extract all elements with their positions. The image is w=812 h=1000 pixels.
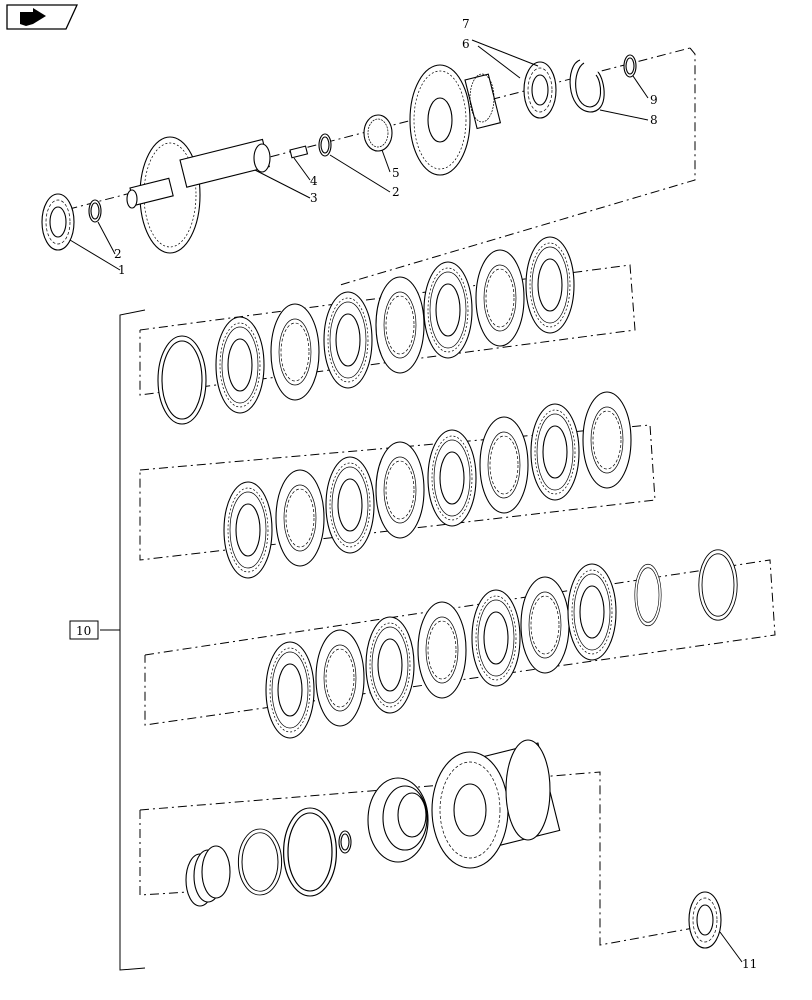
callout-10: 10 [76,624,91,638]
clutch-drum-part [431,739,561,869]
clutch-row-3 [144,549,776,739]
gear-part-6 [409,64,502,176]
callout-9: 9 [650,93,658,107]
snap-ring-part-9 [623,54,637,78]
clutch-row-2 [139,391,656,579]
bearing-part-11 [688,891,743,963]
callout-7: 7 [462,17,470,31]
callout-8: 8 [650,113,658,127]
circlip-part-8 [569,59,605,113]
callout-5: 5 [392,166,400,180]
bearing-part-7 [523,61,557,119]
gear-shaft-part-3 [126,136,271,254]
callout-6: 6 [462,37,470,51]
clutch-assembly-bracket [100,309,146,971]
clutch-row-1 [139,236,636,425]
callout-3: 3 [310,191,318,205]
snap-ring-part-2b [318,133,332,157]
piston-part [367,777,429,863]
callout-2b: 2 [392,185,400,199]
bearing-part-1 [41,193,75,251]
spring-part [185,845,231,907]
clutch-row-4 [139,739,711,946]
snap-ring-part-2 [88,199,102,223]
callout-10-box: 10 [69,620,99,640]
callout-1: 1 [118,263,126,277]
callout-2a: 2 [114,247,122,261]
pin-part-4 [289,145,309,159]
callout-4: 4 [310,174,318,188]
shaft-assembly [41,39,696,286]
arrow-right-icon [20,8,46,26]
needle-bearing-part-5 [363,114,393,152]
navigation-button[interactable] [6,4,79,30]
callout-11: 11 [742,957,757,971]
